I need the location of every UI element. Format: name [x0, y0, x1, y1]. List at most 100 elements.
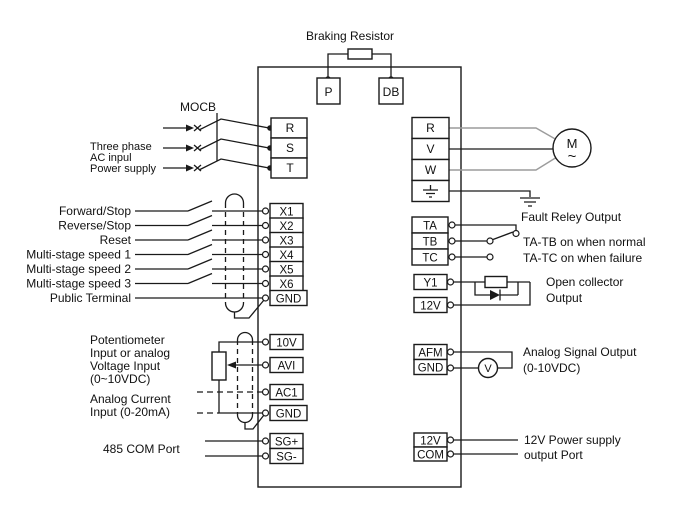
- terminal-db: DB: [378, 77, 404, 105]
- x6-wire: [135, 272, 263, 285]
- terminal-t-in-label: T: [286, 161, 294, 175]
- power-input-label-3: Power supply: [90, 163, 157, 175]
- relay-pole-contact: [512, 229, 520, 238]
- terminal-r-out: R: [411, 116, 450, 140]
- terminal-afm: AFM: [413, 343, 455, 361]
- terminal-v-out: V: [411, 137, 450, 161]
- arrow-right-icon: [186, 164, 194, 172]
- digital-label-7: Public Terminal: [50, 291, 131, 305]
- pot-label-1: Potentiometer: [90, 333, 165, 347]
- open-collector-section: Y1 12V Open collector Output: [413, 273, 623, 314]
- terminal-sg-plus: SG+: [261, 432, 304, 450]
- phase-t-wire: [163, 158, 273, 172]
- comm-section: 485 COM Port SG+ SG-: [103, 432, 304, 465]
- terminal-com-label: COM: [417, 450, 444, 462]
- relay-tb-contact: [486, 237, 494, 245]
- terminal-com: COM: [413, 446, 455, 462]
- terminal-earth: [411, 179, 450, 203]
- terminal-ta-label: TA: [423, 221, 437, 233]
- afm-meter-wire: [453, 351, 513, 369]
- arrow-left-icon: [227, 361, 236, 369]
- terminal-w-out: W: [411, 158, 450, 182]
- terminal-t-in: T: [270, 157, 308, 179]
- pot-label-3: Voltage Input: [90, 359, 161, 373]
- terminal-x5-label: X5: [279, 265, 293, 277]
- pot-gnd-wire: [218, 380, 263, 414]
- shield-capsule-icon: [236, 331, 265, 430]
- terminal-gnd-digital-label: GND: [276, 294, 302, 306]
- digital-label-2: Reverse/Stop: [58, 219, 131, 233]
- braking-resistor-section: Braking Resistor P DB: [306, 29, 404, 105]
- protective-earth: [449, 190, 540, 207]
- shield-ground-tail: [244, 414, 265, 430]
- terminal-x5: X5: [261, 260, 304, 278]
- terminal-y1: Y1: [413, 273, 455, 291]
- mocb-label: MOCB: [180, 100, 216, 114]
- braking-resistor-label: Braking Resistor: [306, 29, 394, 43]
- shield-ground-tail: [233, 299, 265, 319]
- analog-output-label-2: (0-10VDC): [523, 361, 580, 375]
- terminal-gnd-out-label: GND: [418, 363, 444, 375]
- terminal-ac1: AC1: [261, 383, 304, 401]
- terminal-sg-plus-label: SG+: [275, 437, 299, 449]
- terminal-r-in: R: [270, 117, 308, 139]
- x1-wire: [135, 200, 263, 212]
- open-collector-label-1: Open collector: [546, 275, 623, 289]
- terminal-r-out-label: R: [426, 121, 435, 135]
- current-label-2: Input (0-20mA): [90, 405, 170, 419]
- terminal-12v-supply-label: 12V: [420, 436, 441, 448]
- terminal-12v-collector-label: 12V: [420, 301, 441, 313]
- motor-wire-r: [449, 127, 558, 141]
- x2-wire: [135, 214, 263, 227]
- terminal-10v-label: 10V: [276, 338, 297, 350]
- terminal-s-in-label: S: [286, 141, 294, 155]
- terminal-db-label: DB: [383, 85, 400, 99]
- pot-label-4: (0~10VDC): [90, 372, 150, 386]
- digital-label-1: Forward/Stop: [59, 204, 131, 218]
- analog-input-section: Potentiometer Input or analog Voltage In…: [90, 331, 308, 430]
- analog-output-section: V AFM GND Analog Signal Output (0-10VDC): [413, 343, 637, 379]
- power-input-label-2: AC inpul: [90, 152, 132, 164]
- diode-branch-wire: [474, 282, 519, 296]
- terminal-gnd-analog: GND: [261, 404, 308, 422]
- power-input-label-1: Three phase: [90, 141, 152, 153]
- terminal-x3-label: X3: [279, 236, 293, 248]
- terminal-y1-label: Y1: [423, 278, 437, 290]
- terminal-tb-label: TB: [423, 237, 438, 249]
- terminal-v-out-label: V: [426, 142, 434, 156]
- earth-ground-icon: [520, 197, 540, 207]
- digital-input-section: Forward/Stop Reverse/Stop Reset Multi-st…: [26, 193, 308, 319]
- voltmeter-label: V: [484, 363, 492, 375]
- earth-ground-icon: [423, 185, 438, 198]
- terminal-gnd-out: GND: [413, 358, 455, 376]
- terminal-x6-label: X6: [279, 279, 293, 291]
- digital-label-3: Reset: [100, 233, 132, 247]
- terminal-ta: TA: [411, 216, 456, 234]
- power-output-section: R V W M ~: [411, 116, 592, 207]
- terminal-tc-label: TC: [422, 253, 437, 265]
- terminal-sg-minus-label: SG-: [276, 452, 297, 464]
- fault-relay-section: Fault Reley Output TA-TB on when normal …: [411, 210, 646, 266]
- digital-label-4: Multi-stage speed 1: [26, 248, 131, 262]
- terminal-w-out-label: W: [425, 163, 437, 177]
- terminal-x4-label: X4: [279, 250, 294, 262]
- terminal-avi: AVI: [261, 356, 304, 374]
- voltmeter-icon: V: [477, 357, 499, 379]
- x3-wire: [135, 229, 263, 241]
- arrow-right-icon: [186, 144, 194, 152]
- analog-output-label-1: Analog Signal Output: [523, 345, 637, 359]
- terminal-afm-label: AFM: [418, 348, 442, 360]
- phase-r-wire: [163, 118, 273, 132]
- terminal-x1-label: X1: [279, 207, 293, 219]
- ta-wire: [455, 224, 517, 230]
- terminal-x2: X2: [261, 217, 304, 234]
- motor-sine-symbol: ~: [568, 148, 577, 165]
- terminal-12v-collector: 12V: [413, 296, 455, 314]
- power-input-section: MOCB Three phase AC inpul Power supply: [90, 100, 308, 179]
- terminal-10v: 10V: [261, 333, 304, 351]
- terminal-p: P: [316, 77, 341, 105]
- earth-wire: [449, 190, 531, 197]
- fault-relay-line2: TA-TC on when failure: [523, 251, 642, 265]
- motor-wire-w: [449, 156, 558, 171]
